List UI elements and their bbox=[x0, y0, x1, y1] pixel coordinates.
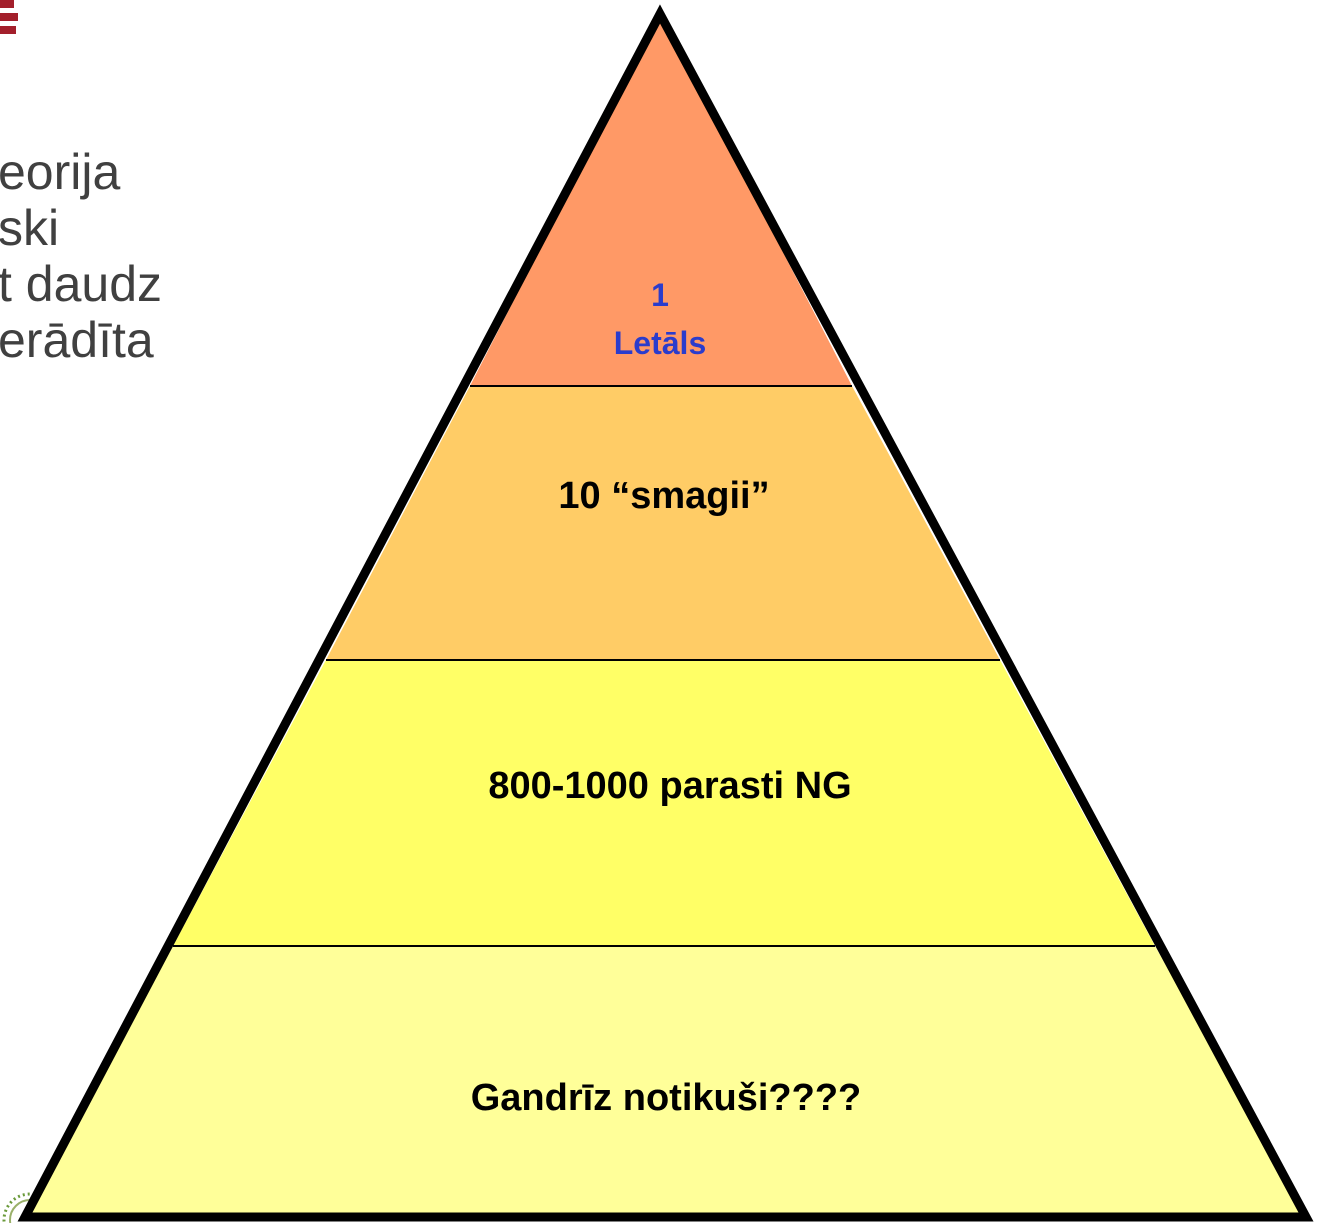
background-text-line: ski bbox=[0, 200, 60, 256]
pyramid-level-near-miss bbox=[25, 946, 1306, 1217]
background-text-line: erādīta bbox=[0, 312, 154, 368]
pyramid-level-serious-label: 10 “smagii” bbox=[558, 475, 769, 517]
pyramid-level-ordinary-label: 800-1000 parasti NG bbox=[488, 765, 851, 807]
pyramid-level-ordinary bbox=[173, 660, 1155, 946]
pyramid-outline bbox=[17, 4, 1314, 1222]
slide-corner-mark bbox=[0, 0, 22, 40]
pyramid-level-fatal-label: Letāls bbox=[614, 325, 706, 361]
background-text-block: eorija ski t daudz erādīta bbox=[0, 144, 162, 368]
pyramid-level-fatal bbox=[470, 14, 852, 386]
background-text-line: eorija bbox=[0, 144, 121, 200]
pyramid-level-serious bbox=[326, 386, 1000, 660]
logo-fragment-icon bbox=[2, 1192, 30, 1223]
background-text-line: t daudz bbox=[0, 256, 163, 312]
pyramid-level-fatal-count: 1 bbox=[651, 277, 669, 313]
pyramid-level-near-miss-label: Gandrīz notikuši???? bbox=[471, 1077, 862, 1119]
